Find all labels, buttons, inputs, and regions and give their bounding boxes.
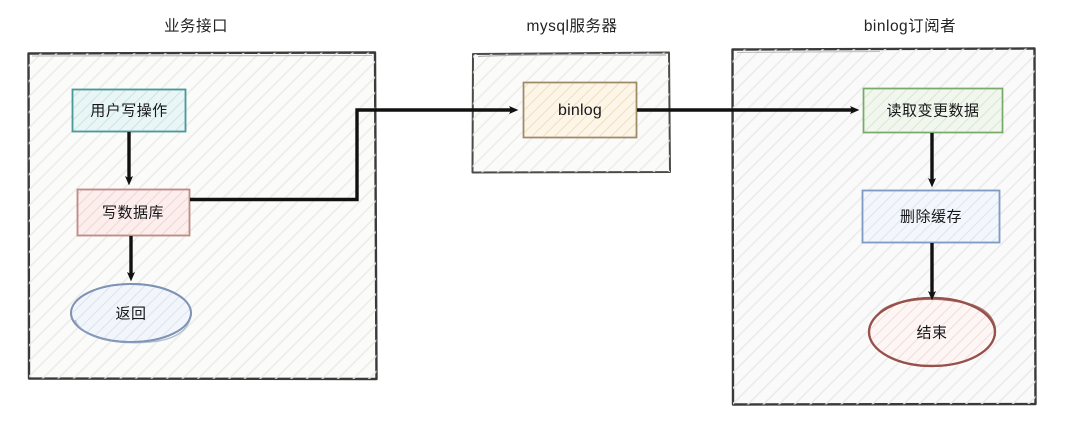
group-business-interface-sketch-line — [31, 54, 373, 57]
node-label-binlog: binlog — [558, 102, 602, 119]
group-mysql-server-sketch-line — [477, 54, 667, 58]
node-end-hatch — [869, 298, 995, 366]
node-user-write-op-hatch — [72, 89, 186, 132]
node-user-write-op[interactable] — [71, 88, 187, 133]
node-write-database-border — [76, 188, 191, 237]
node-read-change-data-hatch — [863, 88, 1003, 133]
node-label-end: 结束 — [916, 324, 948, 342]
node-write-database-hatch — [77, 189, 190, 236]
node-write-database[interactable] — [76, 188, 191, 237]
node-delete-cache-hatch — [862, 190, 1000, 243]
node-return[interactable] — [70, 283, 192, 344]
node-binlog-border — [522, 81, 638, 139]
group-title-binlog-subscriber: binlog订阅者 — [863, 18, 957, 35]
group-title-business-interface: 业务接口 — [163, 18, 229, 35]
node-label-user-write-op: 用户写操作 — [90, 102, 168, 120]
edge-write-db-to-binlog-line — [190, 106, 519, 202]
node-label-delete-cache: 删除缓存 — [899, 208, 963, 226]
node-delete-cache[interactable] — [861, 189, 1001, 244]
group-title-mysql-server: mysql服务器 — [526, 18, 618, 35]
node-label-return: 返回 — [115, 305, 147, 323]
node-end[interactable] — [867, 296, 997, 368]
node-delete-cache-border — [861, 189, 1001, 244]
node-user-write-op-border — [71, 88, 187, 133]
node-binlog[interactable] — [522, 81, 638, 139]
node-end-sketch-stroke — [877, 297, 997, 334]
group-binlog-subscriber-sketch-line — [736, 50, 881, 54]
node-label-write-database: 写数据库 — [101, 204, 165, 222]
node-return-hatch — [71, 284, 191, 342]
node-read-change-data-border — [862, 87, 1004, 134]
node-binlog-hatch — [523, 82, 637, 138]
edge-write-db-to-binlog — [190, 106, 519, 202]
node-read-change-data[interactable] — [862, 87, 1004, 134]
node-return-sketch-stroke — [74, 318, 191, 344]
node-label-read-change-data: 读取变更数据 — [886, 102, 980, 120]
